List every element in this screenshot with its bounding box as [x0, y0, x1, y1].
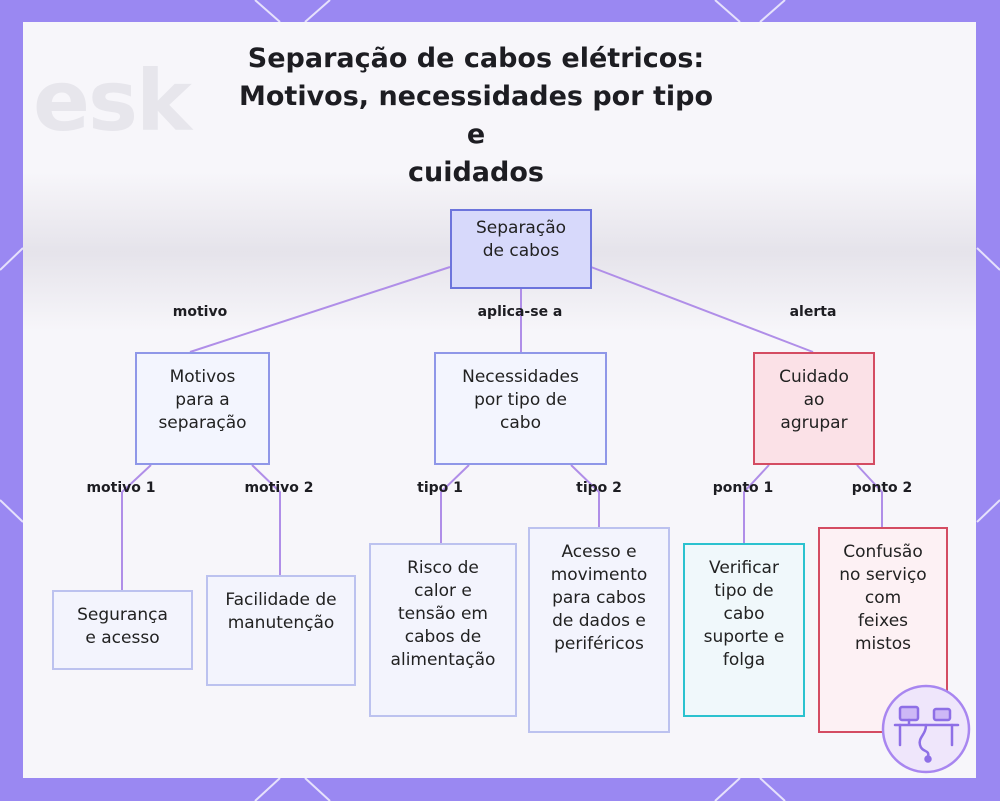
node-verify-label: Verificar tipo de cabo suporte e folga [699, 557, 789, 672]
edge-label-ponto2: ponto 2 [852, 480, 913, 496]
node-care-label: Cuidado ao agrupar [774, 366, 854, 435]
edge-label-ponto1: ponto 1 [713, 480, 774, 496]
node-access-movement: Acesso e movimento para cabos de dados e… [528, 527, 670, 733]
node-confusion-label: Confusão no serviço com feixes mistos [838, 541, 928, 656]
edge-label-tipo1: tipo 1 [417, 480, 463, 496]
edge-label-motivo1: motivo 1 [86, 480, 155, 496]
edge-root-reasons [190, 267, 450, 352]
edge-label-aplica: aplica-se a [478, 304, 563, 320]
edge-needs-heat [441, 465, 469, 543]
node-maintenance-label: Facilidade de manutenção [225, 589, 337, 635]
node-root: Separação de cabos [450, 209, 592, 289]
node-safety: Segurança e acesso [52, 590, 193, 670]
workstation-cable-icon [880, 683, 972, 775]
node-safety-label: Segurança e acesso [73, 604, 173, 650]
node-reasons-label: Motivos para a separação [153, 366, 253, 435]
node-heat-risk-label: Risco de calor e tensão em cabos de alim… [387, 557, 499, 672]
edge-label-alerta: alerta [790, 304, 837, 320]
node-root-label: Separação de cabos [469, 217, 574, 263]
node-verify: Verificar tipo de cabo suporte e folga [683, 543, 805, 717]
node-needs-label: Necessidades por tipo de cabo [458, 366, 583, 435]
edge-label-motivo: motivo [173, 304, 227, 320]
edge-label-tipo2: tipo 2 [576, 480, 622, 496]
edge-label-motivo2: motivo 2 [244, 480, 313, 496]
node-access-movement-label: Acesso e movimento para cabos de dados e… [544, 541, 654, 656]
edge-care-verify [744, 465, 769, 543]
node-needs: Necessidades por tipo de cabo [434, 352, 607, 465]
node-reasons: Motivos para a separação [135, 352, 270, 465]
node-maintenance: Facilidade de manutenção [206, 575, 356, 686]
node-care: Cuidado ao agrupar [753, 352, 875, 465]
edge-needs-access [571, 465, 599, 527]
edge-care-confusion [857, 465, 882, 527]
edge-root-care [591, 267, 813, 352]
node-heat-risk: Risco de calor e tensão em cabos de alim… [369, 543, 517, 717]
